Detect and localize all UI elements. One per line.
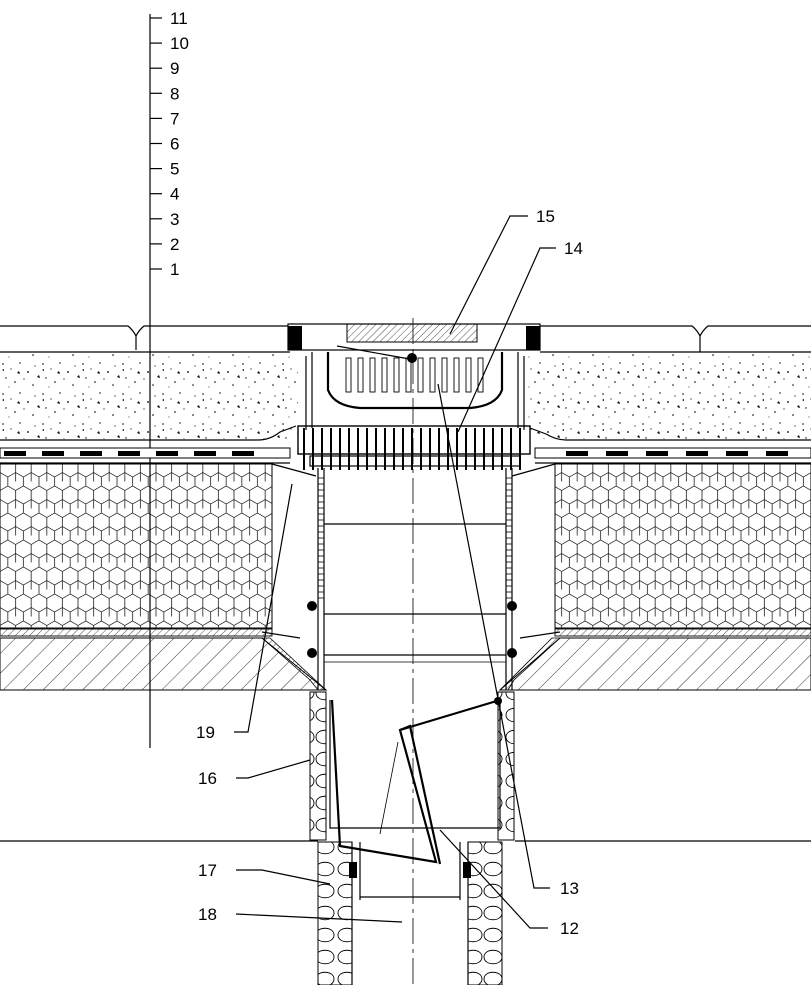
callout-label-14: 14 xyxy=(564,239,583,258)
scale-tick-label: 4 xyxy=(170,185,179,204)
scale-tick-label: 11 xyxy=(170,9,188,28)
concrete-slab xyxy=(0,637,811,691)
scale-tick-label: 2 xyxy=(170,235,179,254)
scale-tick-label: 1 xyxy=(170,260,179,279)
scale-tick-label: 3 xyxy=(170,210,179,229)
callout-16: 16 xyxy=(198,759,311,788)
callout-label-16: 16 xyxy=(198,769,217,788)
callout-19: 19 xyxy=(196,483,293,742)
callout-12: 12 xyxy=(439,829,579,938)
screed-layer xyxy=(0,353,811,441)
callouts: 15 14 19 16 17 18 13 12 xyxy=(196,207,583,938)
scale-tick-label: 10 xyxy=(170,34,189,53)
thermal-insulation xyxy=(0,463,811,629)
callout-label-19: 19 xyxy=(196,723,215,742)
callout-18: 18 xyxy=(198,905,403,924)
callout-13: 13 xyxy=(437,383,579,898)
callout-label-15: 15 xyxy=(536,207,555,226)
scale-tick-label: 9 xyxy=(170,59,179,78)
callout-17: 17 xyxy=(198,861,331,885)
callout-15: 15 xyxy=(449,207,555,335)
scale-tick-label: 6 xyxy=(170,135,179,154)
paving-layer xyxy=(0,325,811,353)
scale-tick-label: 5 xyxy=(170,160,179,179)
waterproofing-membrane xyxy=(0,447,811,464)
vapour-barrier xyxy=(0,628,811,637)
callout-label-12: 12 xyxy=(560,919,579,938)
scale-tick-label: 8 xyxy=(170,84,179,103)
scale-tick-label: 7 xyxy=(170,109,179,128)
callout-label-13: 13 xyxy=(560,879,579,898)
down-pipe xyxy=(317,841,503,985)
callout-label-17: 17 xyxy=(198,861,217,880)
roof-drain-body xyxy=(260,323,562,865)
scale-ticks: 11 10 9 8 7 6 5 4 3 2 1 xyxy=(150,9,189,279)
callout-14: 14 xyxy=(457,239,583,433)
callout-label-18: 18 xyxy=(198,905,217,924)
